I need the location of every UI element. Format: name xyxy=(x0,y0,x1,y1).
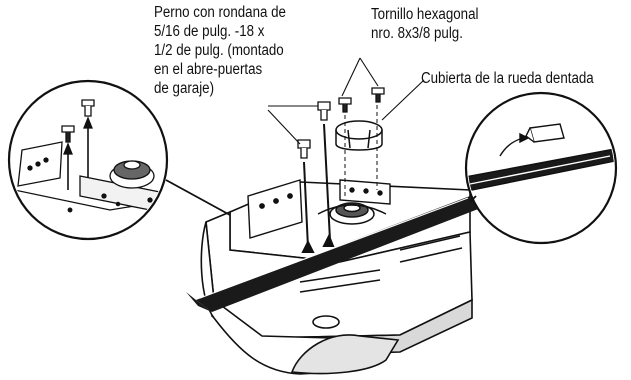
bolt-washer-label: Perno con rondana de 5/16 de pulg. -18 x… xyxy=(154,4,286,97)
leader-lines xyxy=(267,57,425,145)
hex-screw-label: Tornillo hexagonal nro. 8x3/8 pulg. xyxy=(371,6,479,42)
rail xyxy=(186,196,486,312)
left-detail-circle xyxy=(7,79,169,241)
left-detail-pointer xyxy=(165,179,231,216)
bolt-washer-icon xyxy=(297,101,331,159)
right-detail-circle xyxy=(464,91,618,245)
sprocket-cover xyxy=(335,120,383,151)
right-detail-pointer xyxy=(469,195,477,203)
sprocket-assembly xyxy=(317,202,387,225)
mounting-bracket xyxy=(247,179,391,239)
hex-screw-icon xyxy=(338,87,385,113)
insertion-arrows xyxy=(301,123,335,253)
sprocket-cover-label: Cubierta de la rueda dentada xyxy=(421,70,594,87)
alignment-lines xyxy=(344,98,378,196)
